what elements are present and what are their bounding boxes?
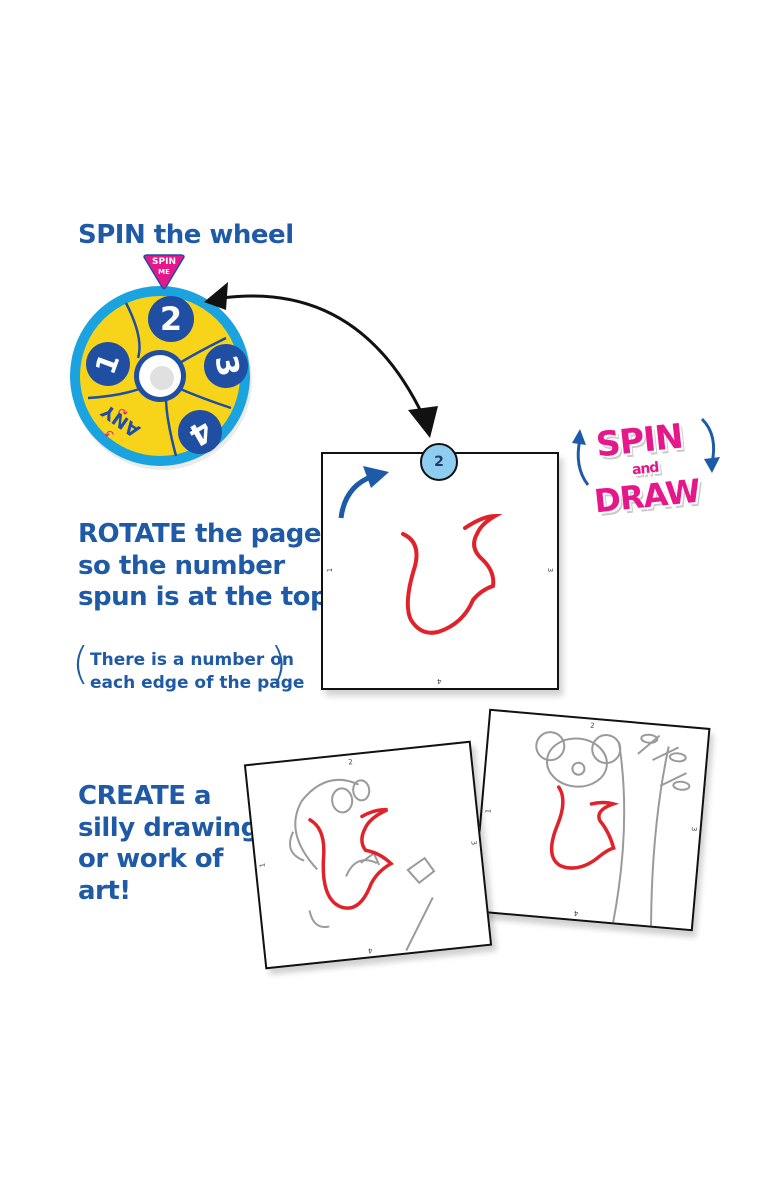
example-drawing-koala: 2 1 3 4 [471, 708, 711, 932]
any-arrows-icon: ↷ [118, 406, 129, 420]
wheel-segment-2: 2 [148, 296, 194, 342]
curved-arrow-icon [204, 282, 438, 438]
step-spin-strong: SPIN [78, 220, 146, 250]
spinner-wheel[interactable]: 2 1 3 4 ANY ↷ ↶ SPIN ME [66, 254, 256, 478]
step-create-strong: CREATE [78, 781, 186, 811]
step-rotate-heading: ROTATE the page so the number spun is at… [78, 519, 329, 613]
silly-face-sketch-icon [289, 778, 436, 951]
pointer-label-spin: SPIN [152, 257, 176, 267]
logo-up-arrow-icon [572, 429, 590, 486]
koala-sketch-icon [535, 731, 691, 926]
logo-draw: DRAW [592, 471, 702, 521]
logo-down-arrow-icon [700, 417, 720, 473]
note-paren-open: ( [72, 638, 90, 689]
step-spin-heading: SPIN the wheel [78, 220, 294, 252]
step-rotate-note: There is a number on each edge of the pa… [90, 650, 305, 693]
step-rotate-strong: ROTATE [78, 519, 187, 549]
step-create-heading: CREATE a silly drawing or work of art! [78, 781, 259, 907]
any-arrows-icon-2: ↶ [104, 428, 115, 442]
pointer-label-me: ME [158, 268, 170, 276]
top-number-badge: 2 [420, 443, 458, 481]
spin-me-pointer[interactable]: SPIN ME [142, 254, 186, 290]
spin-and-draw-logo: SPIN and DRAW [566, 415, 726, 525]
note-paren-close: ) [270, 638, 288, 689]
rotate-arrow-icon [338, 466, 389, 519]
logo-spin: SPIN [594, 416, 685, 466]
example-drawing-silly-face: 2 1 3 4 [243, 740, 493, 970]
red-squiggle-line [401, 513, 503, 635]
step-spin-rest: the wheel [145, 220, 294, 250]
pointer-shape-icon [143, 254, 185, 290]
example-page: 1 3 4 [321, 452, 559, 690]
